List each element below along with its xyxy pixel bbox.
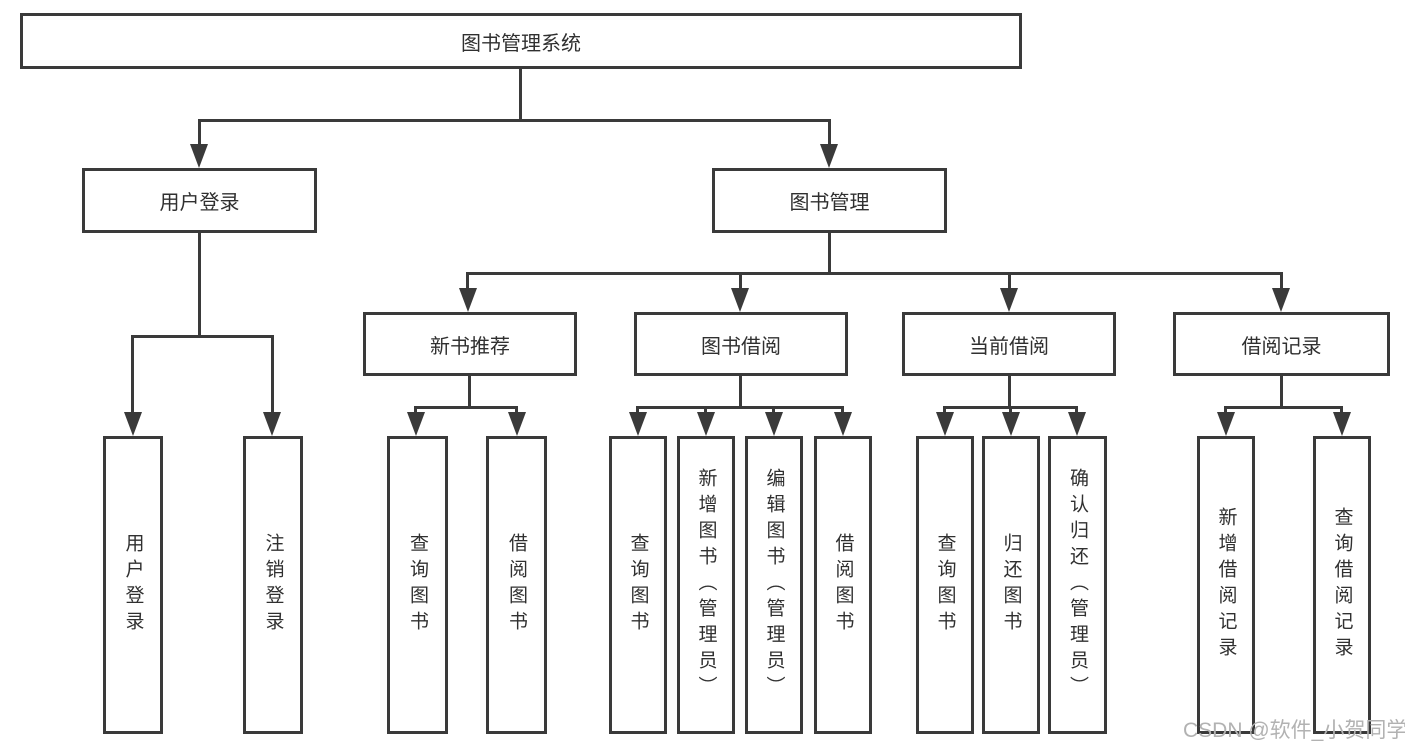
csdn-watermark: CSDN @软件_小贺同学 [1183,719,1405,742]
connector-stem [1008,376,1011,409]
connector-stem [466,272,469,292]
connector-stem [515,406,518,415]
arrowhead-leaf [508,412,526,436]
leaf-user-login: 用户登录 [103,436,163,734]
arrowhead-leaf [1217,412,1235,436]
node-root-label: 图书管理系统 [461,32,581,55]
leaf-borrow-books-borrow: 借阅图书 [814,436,872,734]
connector-stem [1280,376,1283,409]
node-borrow-records: 借阅记录 [1173,312,1390,376]
node-book-management-label: 图书管理 [789,192,870,214]
leaf-edit-books-admin-label: 编辑图书（管理员） [763,468,785,702]
arrowhead-leaf [936,412,954,436]
connector-hline [1224,406,1342,409]
arrowhead-leaf-logout [263,412,281,436]
arrowhead-leaf [765,412,783,436]
arrowhead-leaf [407,412,425,436]
leaf-query-books-recommend-label: 查询图书 [407,533,428,637]
leaf-query-books-borrow-label: 查询图书 [627,533,649,637]
leaf-query-books-current: 查询图书 [916,436,974,734]
node-root: 图书管理系统 [20,13,1022,69]
node-new-book-recommend: 新书推荐 [363,312,577,376]
connector-level3-hline [466,272,1283,275]
connector-level2-hline [198,119,831,122]
connector-stem [1224,406,1227,415]
leaf-query-borrow-record: 查询借阅记录 [1313,436,1371,734]
leaf-add-books-admin: 新增图书（管理员） [677,436,735,734]
leaf-edit-books-admin: 编辑图书（管理员） [745,436,803,734]
leaf-add-borrow-record: 新增借阅记录 [1197,436,1255,734]
node-book-management: 图书管理 [712,168,947,233]
leaf-add-books-admin-label: 新增图书（管理员） [695,468,717,702]
connector-stem [1340,406,1343,415]
connector-user-login-stem [198,233,201,338]
connector-stem [468,376,471,409]
connector-user-login-hline [131,335,274,338]
arrowhead-leaf [1333,412,1351,436]
leaf-confirm-return-admin: 确认归还（管理员） [1048,436,1107,734]
leaf-query-borrow-record-label: 查询借阅记录 [1331,507,1353,663]
node-current-borrow-label: 当前借阅 [969,335,1049,358]
node-borrow-records-label: 借阅记录 [1241,335,1322,358]
connector-stem [1009,406,1012,415]
node-user-login: 用户登录 [82,168,317,233]
arrowhead-borrow-records [1272,288,1290,312]
arrowhead-book-management [820,144,838,168]
arrowhead-leaf [1002,412,1020,436]
leaf-logout-label: 注销登录 [262,533,284,637]
connector-root-stem [519,69,522,122]
connector-stem [739,272,742,292]
leaf-add-borrow-record-label: 新增借阅记录 [1215,507,1237,663]
leaf-confirm-return-admin-label: 确认归还（管理员） [1067,468,1088,702]
arrowhead-leaf-user-login [124,412,142,436]
connector-stem [414,406,417,415]
leaf-query-books-current-label: 查询图书 [934,533,956,637]
node-book-borrow-label: 图书借阅 [701,335,781,358]
connector-hline [414,406,518,409]
leaf-return-books-label: 归还图书 [1000,533,1022,637]
leaf-query-books-borrow: 查询图书 [609,436,667,734]
node-current-borrow: 当前借阅 [902,312,1116,376]
node-new-book-recommend-label: 新书推荐 [430,335,510,358]
arrowhead-book-borrow [731,288,749,312]
connector-stem [1008,272,1011,292]
connector-stem [636,406,639,415]
connector-hline [636,406,844,409]
connector-stem [739,376,742,409]
connector-stem [271,335,274,414]
connector-stem [828,119,831,147]
connector-stem [198,119,201,147]
node-book-borrow: 图书借阅 [634,312,848,376]
leaf-user-login-label: 用户登录 [122,533,144,637]
leaf-borrow-books-borrow-label: 借阅图书 [832,533,854,637]
connector-stem [1075,406,1078,415]
leaf-return-books: 归还图书 [982,436,1040,734]
connector-stem [943,406,946,415]
arrowhead-leaf [834,412,852,436]
node-user-login-label: 用户登录 [159,192,240,214]
arrowhead-leaf [697,412,715,436]
arrowhead-current-borrow [1000,288,1018,312]
connector-book-management-stem [828,233,831,275]
arrowhead-leaf [1068,412,1086,436]
connector-stem [1280,272,1283,292]
arrowhead-new-book-recommend [459,288,477,312]
leaf-logout: 注销登录 [243,436,303,734]
leaf-query-books-recommend: 查询图书 [387,436,448,734]
connector-stem [772,406,775,415]
arrowhead-leaf [629,412,647,436]
connector-stem [704,406,707,415]
leaf-borrow-books-recommend-label: 借阅图书 [506,533,527,637]
connector-stem [841,406,844,415]
arrowhead-user-login [190,144,208,168]
leaf-borrow-books-recommend: 借阅图书 [486,436,547,734]
connector-stem [131,335,134,414]
